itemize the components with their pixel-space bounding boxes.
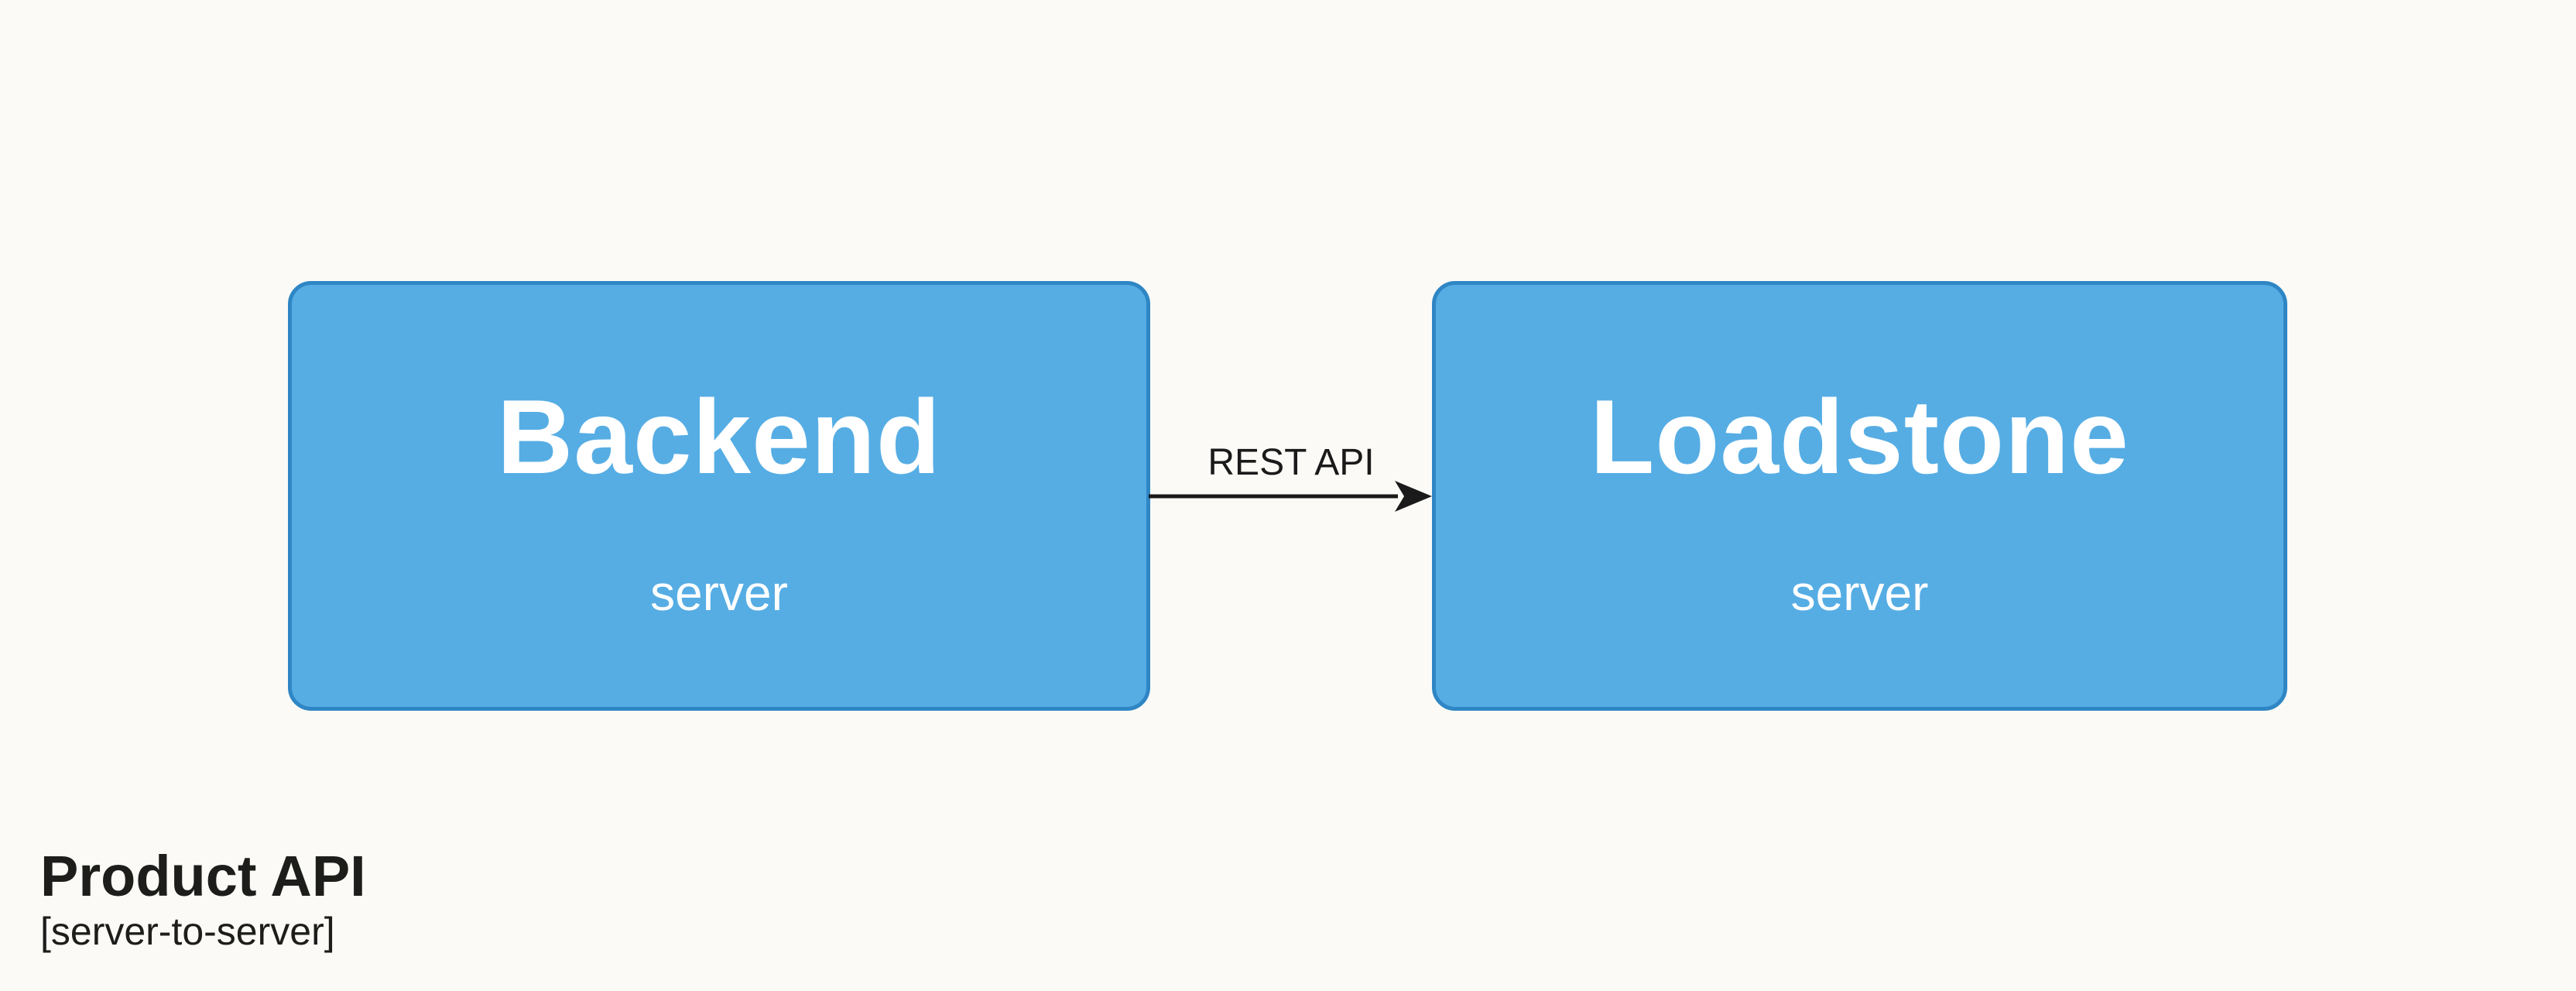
- edge-label: REST API: [1208, 442, 1375, 483]
- node-backend-title: Backend: [497, 378, 941, 496]
- edge-backend-to-loadstone: REST API: [1149, 441, 1434, 542]
- node-loadstone-title: Loadstone: [1590, 378, 2129, 496]
- diagram-caption: Product API [server-to-server]: [40, 842, 366, 955]
- node-backend-subtitle: server: [650, 565, 788, 621]
- node-backend: Backend server: [288, 281, 1150, 711]
- arrow-right-icon: [1149, 481, 1432, 512]
- caption-subtitle: [server-to-server]: [40, 910, 335, 954]
- caption-title: Product API: [40, 844, 366, 908]
- node-loadstone-subtitle: server: [1790, 565, 1929, 621]
- node-loadstone: Loadstone server: [1432, 281, 2287, 711]
